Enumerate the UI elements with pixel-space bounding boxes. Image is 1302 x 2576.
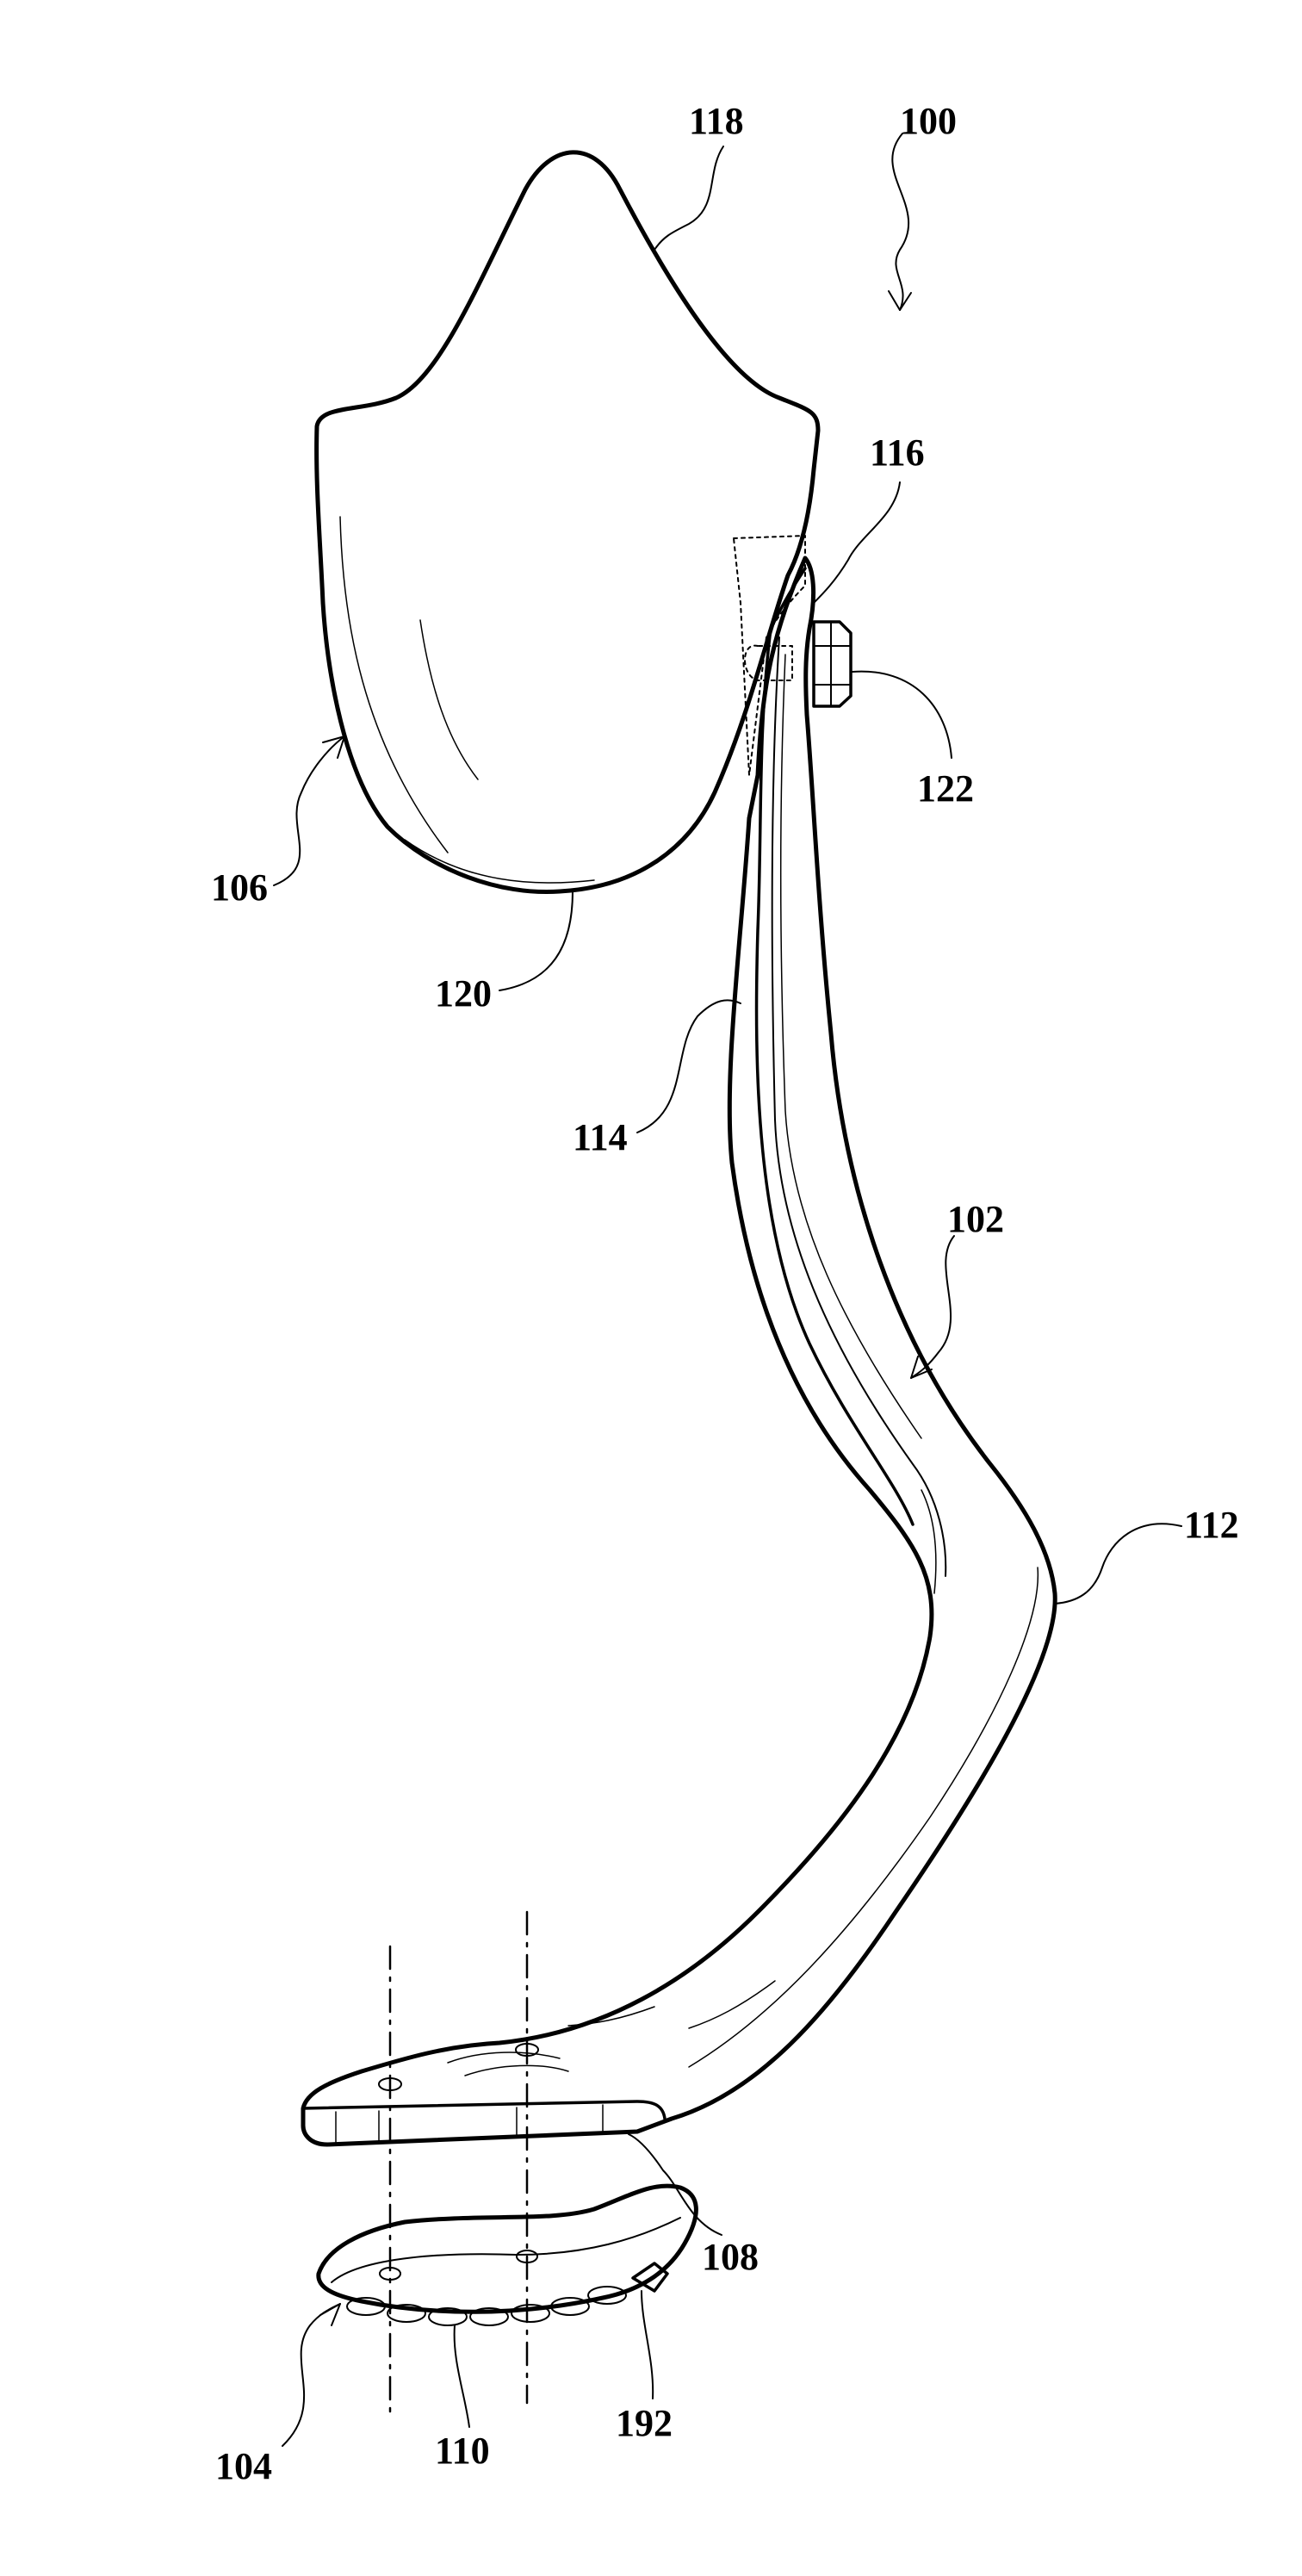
leader-100	[892, 133, 908, 310]
leader-120	[499, 891, 573, 990]
strut-front-edge	[757, 568, 913, 1524]
cuff-component	[317, 152, 818, 892]
cuff-outline	[317, 152, 818, 892]
label-116: 116	[870, 431, 925, 474]
label-100: 100	[900, 100, 957, 142]
arrow-100	[889, 291, 911, 310]
label-122: 122	[917, 767, 974, 810]
leader-114	[637, 1000, 741, 1133]
strut-face-line-2	[781, 655, 921, 1438]
arrow-104	[320, 2304, 340, 2325]
leader-106	[274, 736, 344, 885]
label-104: 104	[215, 2445, 272, 2487]
strut-shading-lower-1	[689, 1981, 775, 2028]
strut-inner-bend-line	[689, 1567, 1038, 2067]
label-120: 120	[435, 972, 492, 1015]
assembly-axes	[390, 1912, 527, 2420]
label-106: 106	[211, 866, 268, 909]
hidden-strut-top	[734, 536, 805, 775]
leader-lines	[274, 133, 1181, 2446]
label-102: 102	[947, 1198, 1004, 1240]
sole-pad-component	[319, 2186, 697, 2325]
footplate-shading-2	[465, 2065, 568, 2076]
leader-122	[852, 672, 952, 758]
label-114: 114	[573, 1116, 628, 1158]
fastener-nut	[814, 622, 851, 706]
footplate-top-edge	[303, 2101, 665, 2119]
leader-116	[814, 482, 900, 603]
label-192: 192	[616, 2402, 673, 2444]
reference-numerals: 100 118 116 122 106 120 114 102 112 108 …	[211, 100, 1239, 2487]
footplate-shading-1	[448, 2052, 560, 2063]
label-108: 108	[702, 2236, 759, 2278]
leader-110	[455, 2325, 469, 2427]
strut-face-line-3	[921, 1490, 936, 1593]
label-112: 112	[1184, 1504, 1239, 1546]
label-110: 110	[435, 2430, 490, 2472]
sole-pad-outline	[319, 2186, 697, 2312]
leader-112	[1055, 1524, 1181, 1604]
label-118: 118	[689, 100, 744, 142]
leader-192	[642, 2291, 653, 2399]
cuff-inner-shading-2	[420, 620, 478, 779]
leader-118	[654, 146, 723, 250]
cuff-inner-shading-1	[340, 517, 448, 853]
